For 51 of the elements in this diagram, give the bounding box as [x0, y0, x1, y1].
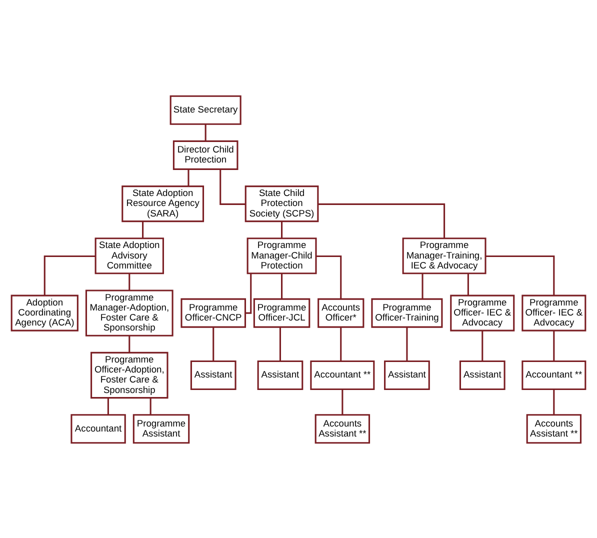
connector	[553, 330, 555, 361]
node-box: Assistant	[459, 360, 506, 390]
node-box: Programme Officer- IEC & Advocacy	[522, 294, 586, 331]
connector	[316, 255, 342, 299]
node-box: Accountant **	[522, 360, 586, 390]
connector	[188, 168, 190, 186]
node-box: Assistant	[190, 360, 236, 390]
connector	[281, 273, 283, 298]
connector	[107, 398, 109, 414]
connector	[340, 326, 342, 361]
connector	[281, 220, 283, 238]
node-box: Programme Officer-Adoption, Foster Care & Sponsorship	[90, 351, 168, 398]
node-box: State Child Protection Society (SCPS)	[244, 185, 319, 222]
node-box: Accountant	[70, 414, 126, 444]
connector	[406, 326, 408, 361]
connector	[128, 335, 130, 352]
node-box: Accountant **	[310, 360, 375, 390]
node-box: Assistant	[384, 360, 430, 390]
connector	[220, 168, 246, 204]
node-box: State Adoption Advisory Committee	[94, 237, 164, 274]
node-box: Programme Officer-JCL	[253, 298, 310, 328]
connector	[486, 255, 555, 295]
connector	[342, 388, 344, 414]
node-box: Programme Officer- IEC & Advocacy	[450, 294, 515, 331]
node-box: Accounts Assistant **	[526, 414, 582, 444]
connector	[318, 202, 446, 238]
node-box: State Adoption Resource Agency (SARA)	[122, 185, 204, 222]
connector	[553, 388, 555, 414]
connector	[212, 326, 214, 361]
node-box: Programme Manager-Training, IEC & Advocacy	[402, 237, 486, 274]
node-box: Programme Assistant	[132, 414, 190, 444]
node-box: Programme Manager-Adoption, Foster Care & Sponsorship	[85, 289, 174, 336]
connector	[128, 273, 130, 290]
connector	[279, 326, 281, 361]
node-box: Programme Manager-Child Protection	[246, 237, 317, 274]
node-box: Director Child Protection	[172, 140, 238, 170]
node-box: Programme Officer-Training	[371, 298, 443, 328]
node-box: State Secretary	[170, 94, 242, 124]
connector	[467, 273, 469, 295]
connector	[245, 273, 252, 314]
node-box: Assistant	[257, 360, 304, 390]
connector	[204, 124, 206, 141]
node-box: Programme Officer-CNCP	[180, 298, 246, 328]
connector	[422, 273, 424, 298]
node-box: Adoption Coordinating Agency (ACA)	[10, 294, 78, 331]
connector	[142, 220, 144, 238]
node-box: Accounts Assistant **	[314, 414, 370, 444]
connector	[482, 330, 484, 361]
node-box: Accounts Officer*	[318, 298, 364, 328]
connector	[44, 255, 96, 295]
connector	[150, 398, 152, 414]
